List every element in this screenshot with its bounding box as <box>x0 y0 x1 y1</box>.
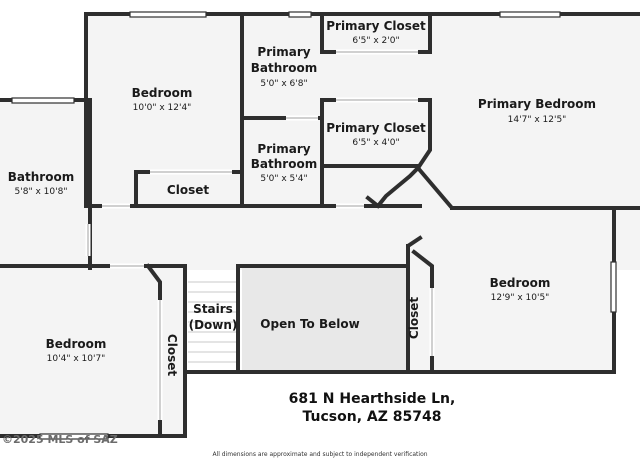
floor-areas <box>0 14 640 436</box>
room-primary-closet-top-dims: 6'5" x 2'0" <box>352 36 399 46</box>
room-primary-closet-top-name: Primary Closet <box>326 19 426 33</box>
room-primary-closet-mid-name: Primary Closet <box>326 121 426 135</box>
room-bedroom-left-name: Bedroom <box>46 337 107 351</box>
room-bedroom-top-dims: 10'0" x 12'4" <box>133 103 192 113</box>
room-primary-bathroom-top-dims: 5'0" x 6'8" <box>260 79 307 89</box>
room-primary-bathroom-mid-name-2: Bathroom <box>251 157 317 171</box>
watermark: ©2025 MLS of SAZ <box>2 433 118 446</box>
door-lines <box>87 51 433 420</box>
room-primary-closet-mid-dims: 6'5" x 4'0" <box>352 138 399 148</box>
room-stairs-name-2: (Down) <box>189 318 238 332</box>
room-bedroom-right-dims: 12'9" x 10'5" <box>491 293 550 303</box>
room-primary-bathroom-top-name-1: Primary <box>257 45 310 59</box>
room-bedroom-right-name: Bedroom <box>490 276 551 290</box>
angled-walls <box>416 166 454 210</box>
room-closet-right-name: Closet <box>407 297 421 339</box>
room-closet-top-name: Closet <box>167 183 209 197</box>
room-primary-bathroom-top-name-2: Bathroom <box>251 61 317 75</box>
windows <box>11 11 617 440</box>
room-bedroom-top-name: Bedroom <box>132 86 193 100</box>
disclaimer: All dimensions are approximate and subje… <box>212 451 427 458</box>
room-bathroom-left-dims: 5'8" x 10'8" <box>15 187 68 197</box>
room-bedroom-left-dims: 10'4" x 10'7" <box>47 354 106 364</box>
room-primary-bathroom-mid-name-1: Primary <box>257 142 310 156</box>
address-line-1: 681 N Hearthside Ln, <box>289 391 456 407</box>
open-to-below-area <box>242 266 406 370</box>
stair-treads <box>188 281 238 363</box>
room-primary-bedroom-dims: 14'7" x 12'5" <box>508 115 567 125</box>
room-stairs-name-1: Stairs <box>193 302 233 316</box>
room-closet-left-name: Closet <box>165 334 179 376</box>
room-primary-bathroom-mid-dims: 5'0" x 5'4" <box>260 174 307 184</box>
room-open-to-below-name: Open To Below <box>260 317 359 331</box>
room-primary-bedroom-name: Primary Bedroom <box>478 97 596 111</box>
room-labels: Primary Closet 6'5" x 2'0" Primary Bathr… <box>8 19 596 376</box>
address-line-2: Tucson, AZ 85748 <box>303 409 442 425</box>
room-bathroom-left-name: Bathroom <box>8 170 74 184</box>
